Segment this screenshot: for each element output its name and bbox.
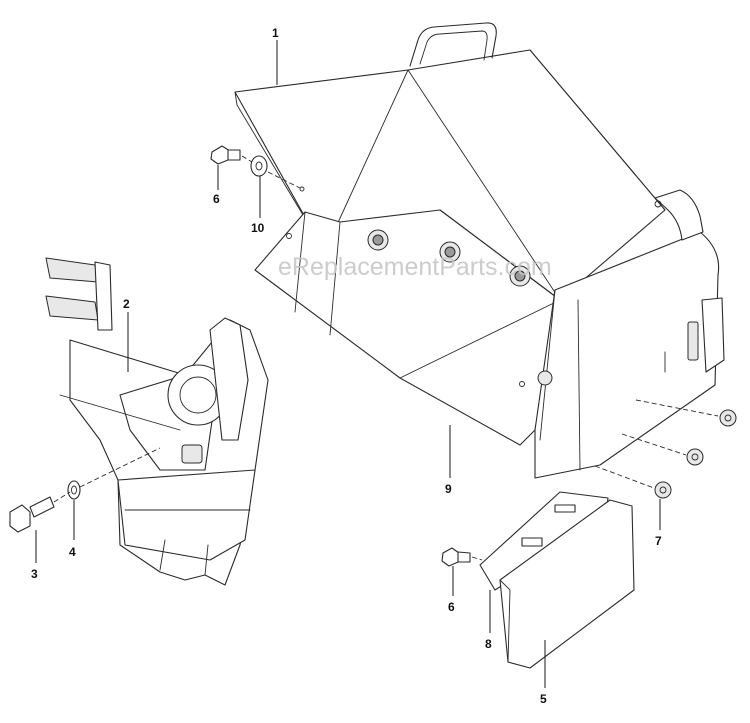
- leader-lines: [35, 40, 661, 688]
- part-5-plate: [499, 499, 635, 669]
- callout-6-upper: 6: [213, 192, 220, 206]
- part-6-bolt-upper: [210, 145, 241, 165]
- part-4-washer: [67, 480, 81, 500]
- callout-8: 8: [485, 637, 492, 651]
- part-7-nuts: [654, 409, 737, 499]
- callout-4: 4: [69, 545, 76, 559]
- part-6-bolt-lower: [441, 547, 471, 567]
- callout-6-lower: 6: [448, 600, 455, 614]
- part-9-chute-body: [254, 189, 725, 479]
- watermark-text: eReplacementParts.com: [278, 253, 552, 281]
- callout-3: 3: [31, 567, 38, 581]
- callout-labels: 1 2 3 4 5 6 6 7 8 9 10: [31, 26, 662, 706]
- part-3-bolt: [9, 496, 55, 533]
- callout-9: 9: [445, 482, 452, 496]
- callout-10: 10: [251, 221, 265, 235]
- callout-1: 1: [272, 26, 279, 40]
- callout-7: 7: [655, 534, 662, 548]
- callout-5: 5: [540, 692, 547, 706]
- part-2-bracket: [45, 257, 269, 586]
- part-10-washer: [250, 155, 268, 177]
- callout-2: 2: [123, 297, 130, 311]
